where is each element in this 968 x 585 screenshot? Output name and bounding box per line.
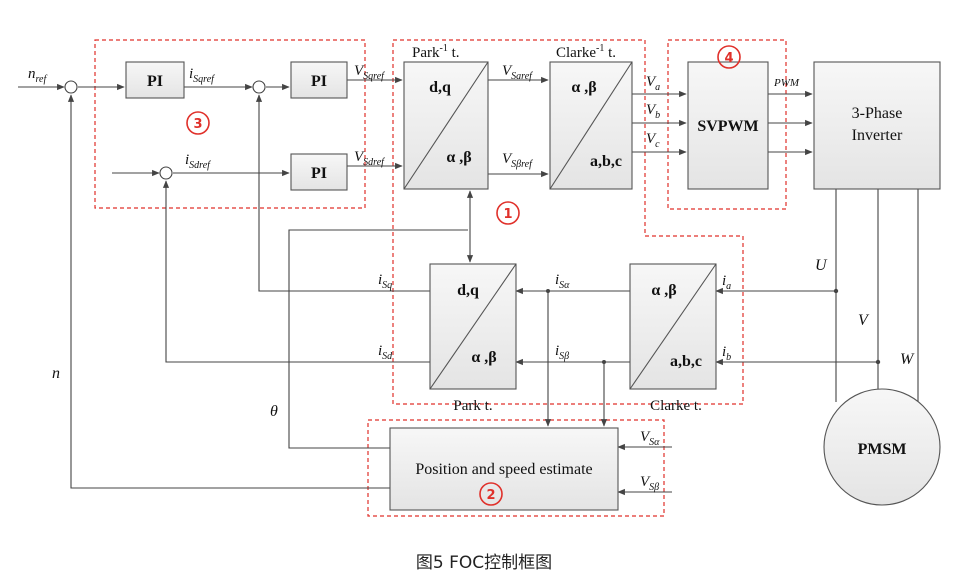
v-sqref-label: VSqref (354, 63, 385, 82)
inverse-clarke-diagonal (549, 61, 633, 190)
marker-4-label: 4 (724, 51, 733, 66)
figure-caption: 图5 FOC控制框图 (415, 553, 553, 573)
inverse-clarke-top: α ,β (571, 79, 596, 96)
i-sdref-label: iSdref (185, 152, 211, 171)
estimator-label: Position and speed estimate (415, 461, 592, 478)
pi-q-label: PI (311, 73, 327, 90)
group-2-estimator (367, 419, 665, 517)
pi-q-block (290, 61, 348, 99)
v-sdref-label: VSdref (354, 149, 385, 168)
inverter-label-line2: Inverter (852, 127, 903, 144)
ia-label: ia (722, 273, 731, 292)
v-saref-label: VSaref (502, 63, 533, 82)
pi-d-label: PI (311, 165, 327, 182)
vb-label: Vb (646, 102, 660, 121)
park-title: Park t. (453, 398, 492, 414)
pi-d-block (290, 153, 348, 191)
estimator-block (389, 427, 619, 511)
phase-u-label: U (815, 257, 828, 274)
svpwm-block (687, 61, 769, 190)
pmsm-motor (823, 388, 941, 506)
v-sb-label: VSβ (640, 474, 659, 493)
marker-4-circle (717, 45, 741, 69)
clarke-title: Clarke t. (650, 398, 702, 414)
park-top: d,q (457, 282, 479, 299)
phase-w-label: W (900, 351, 915, 368)
i-sqref-label: iSqref (189, 66, 215, 85)
line-theta (288, 229, 468, 449)
marker-2-label: 2 (486, 488, 495, 503)
inverse-park-bottom: α ,β (446, 149, 471, 166)
inverse-clarke-title: Clarke-1 t. (556, 43, 616, 61)
n-ref-label: nref (28, 66, 47, 85)
park-bottom: α ,β (471, 349, 496, 366)
theta-label: θ (270, 403, 278, 420)
pi-speed-block (125, 61, 185, 99)
group-4-svpwm (667, 39, 787, 210)
ib-label: ib (722, 344, 731, 363)
pmsm-label: PMSM (858, 441, 907, 458)
pwm-label: PWM (773, 77, 800, 89)
speed-n-label: n (52, 365, 60, 382)
clarke-top: α ,β (651, 282, 676, 299)
clarke-diagonal (629, 263, 717, 390)
clarke-bottom: a,b,c (670, 353, 702, 370)
pi-speed-label: PI (147, 73, 163, 90)
va-label: Va (646, 74, 660, 93)
i-sq-label: iSq (378, 272, 392, 291)
inverse-park-top: d,q (429, 79, 451, 96)
marker-1-label: 1 (503, 207, 512, 222)
inverter-label-line1: 3-Phase (852, 105, 903, 122)
summing-junction-speed (64, 80, 78, 94)
group-3-speed-current-control (94, 39, 366, 209)
v-sa-label: VSα (640, 429, 660, 448)
i-sd-label: iSd (378, 343, 393, 362)
inverse-park-diagonal (403, 61, 489, 190)
summing-junction-d (159, 166, 173, 180)
inverse-clarke-bottom: a,b,c (590, 153, 622, 170)
marker-3-circle (186, 111, 210, 135)
summing-junction-q (252, 80, 266, 94)
junction-v (875, 359, 881, 365)
park-diagonal (429, 263, 517, 390)
i-sb-label: iSβ (555, 343, 569, 362)
junction-isa (546, 289, 550, 293)
junction-isb (602, 360, 606, 364)
junction-u (833, 288, 839, 294)
marker-2-circle (479, 482, 503, 506)
inverter-block (813, 61, 941, 190)
line-isq-feedback (255, 94, 430, 292)
vc-label: Vc (646, 131, 660, 150)
marker-3-label: 3 (193, 117, 202, 132)
v-sbref-label: VSβref (502, 151, 533, 170)
group-1-transforms (392, 39, 744, 405)
marker-1-circle (496, 201, 520, 225)
inverse-park-title: Park-1 t. (412, 43, 460, 61)
line-speed-feedback (67, 94, 390, 489)
phase-v-label: V (858, 312, 870, 329)
i-sa-label: iSα (555, 272, 570, 291)
line-isd-feedback (162, 180, 430, 363)
svpwm-label: SVPWM (697, 118, 758, 135)
